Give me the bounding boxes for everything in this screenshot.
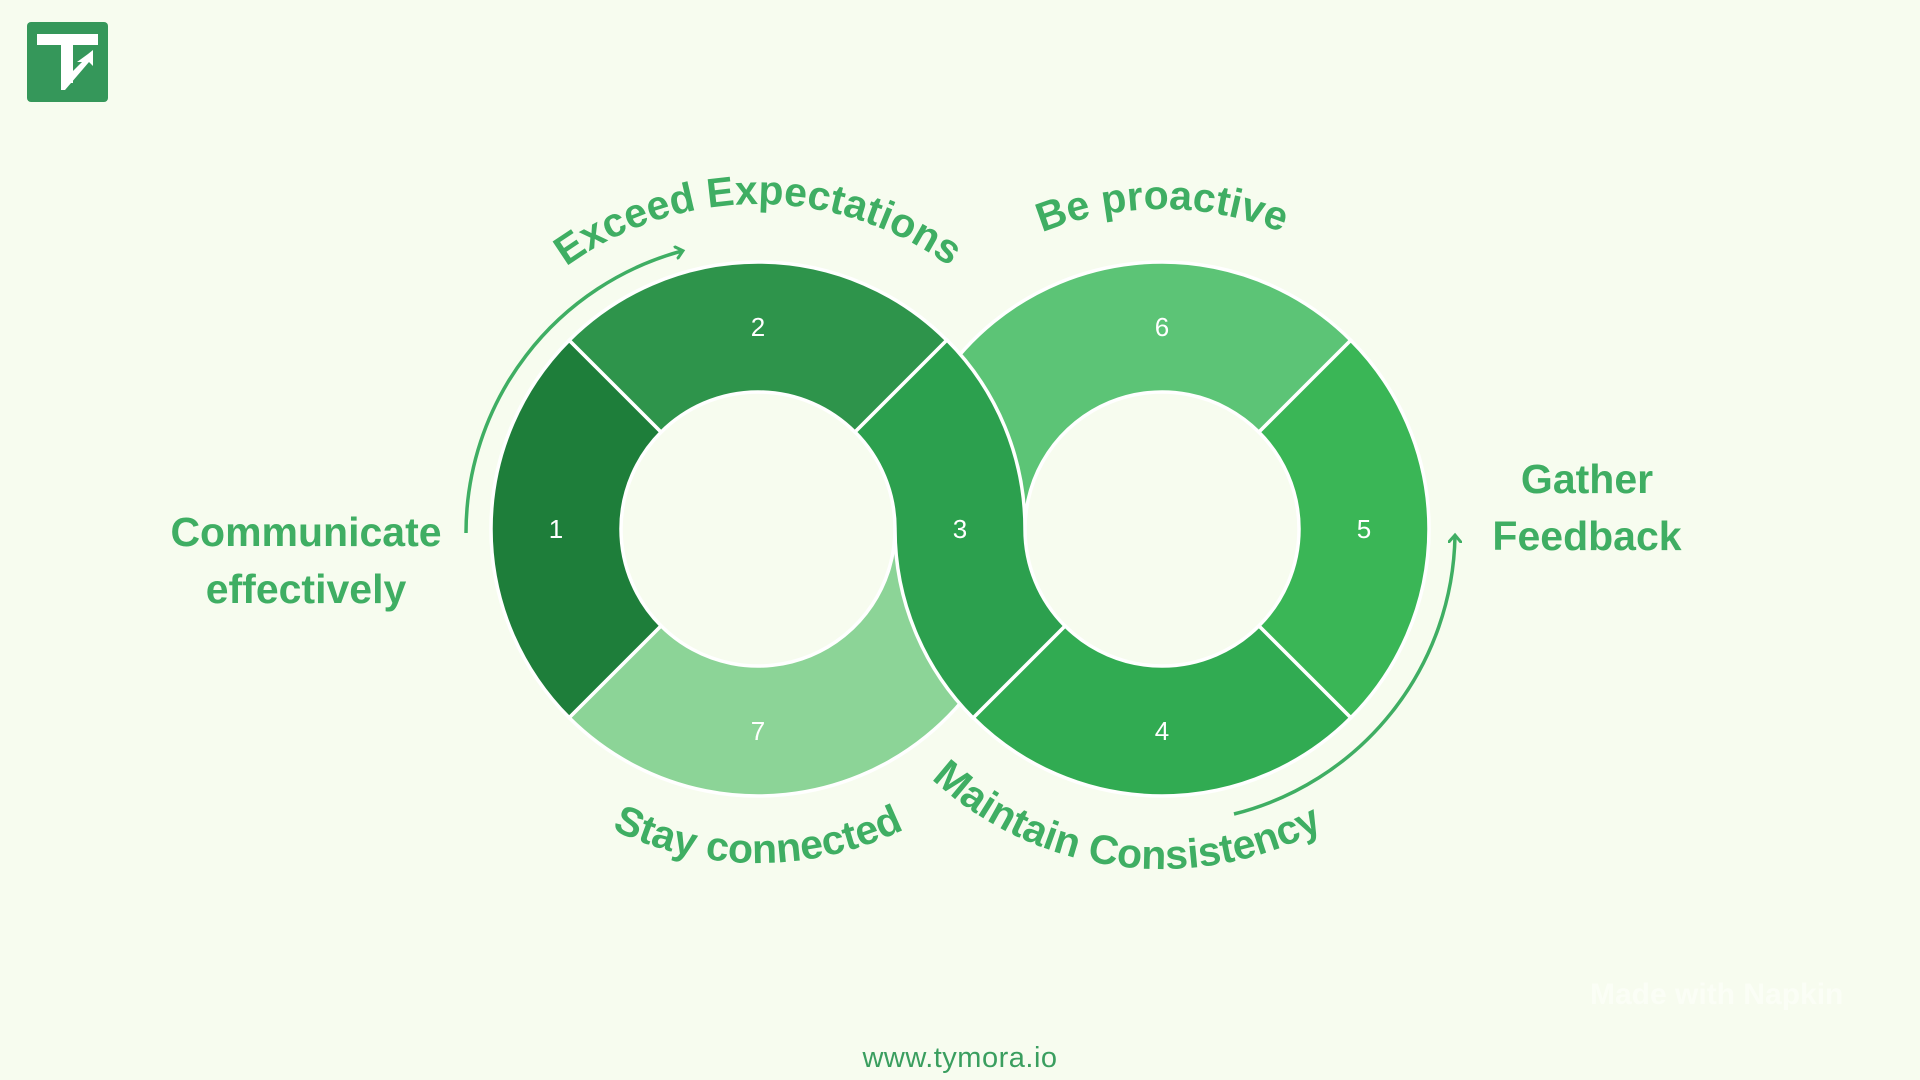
arrow-left-arc: [464, 251, 682, 534]
segment-1: [489, 338, 663, 720]
segment-number-2: 2: [751, 312, 765, 342]
label-line: effectively: [205, 566, 407, 612]
footer-url[interactable]: www.tymora.io: [862, 1042, 1058, 1074]
label-stay-connected: Stay connected: [608, 796, 908, 873]
label-line: Communicate: [170, 509, 442, 555]
segment-5: [1257, 338, 1431, 720]
segment-number-4: 4: [1155, 716, 1169, 746]
label-communicate-effectively: Communicate effectively: [150, 504, 462, 618]
label-line: Feedback: [1492, 513, 1682, 559]
label-gather-feedback: Gather Feedback: [1460, 451, 1714, 565]
label-exceed-expectations: Exceed Expectations: [545, 167, 970, 274]
segment-3: [853, 338, 1067, 720]
segment-number-5: 5: [1357, 514, 1371, 544]
segment-number-3: 3: [953, 514, 967, 544]
segment-number-6: 6: [1155, 312, 1169, 342]
tymora-logo: [27, 22, 108, 102]
label-be-proactive: Be proactive: [1030, 172, 1295, 241]
arrow-right-arc: [1233, 536, 1455, 816]
segment-2: [567, 260, 949, 434]
napkin-watermark: Made with Napkin: [1590, 978, 1844, 1011]
label-line: Gather: [1520, 456, 1654, 502]
segment-number-7: 7: [751, 716, 765, 746]
segment-4: [971, 624, 1353, 798]
segment-number-1: 1: [549, 514, 563, 544]
